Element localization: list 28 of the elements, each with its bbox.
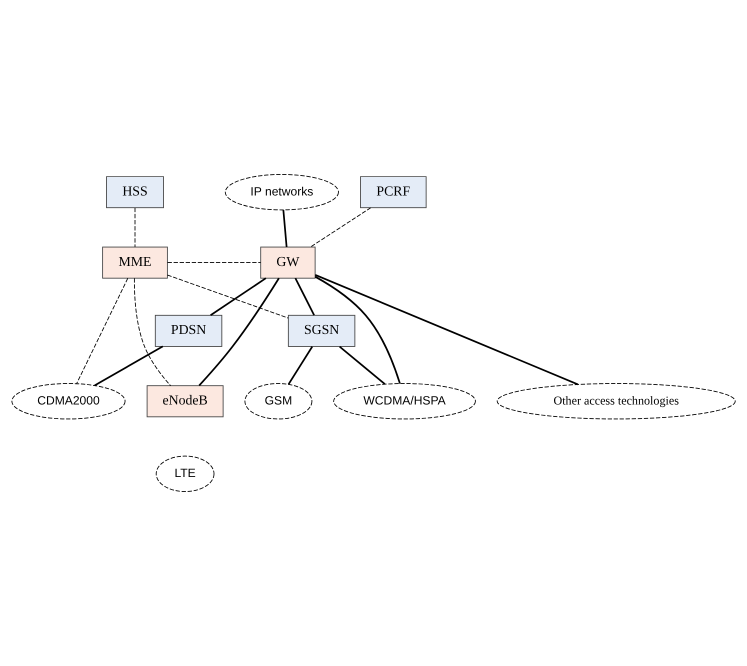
connector (134, 208, 136, 248)
node-ellipse: CDMA2000 (11, 383, 126, 420)
connector (314, 276, 401, 384)
connector (282, 210, 288, 248)
node-box: MME (102, 246, 168, 279)
node-ellipse: Other access technologies (496, 383, 736, 420)
node-box: SGSN (288, 314, 356, 347)
connector (288, 346, 313, 385)
node-ellipse: LTE (156, 456, 214, 492)
connector (198, 278, 280, 386)
connector (76, 278, 128, 384)
node-box: eNodeB (146, 385, 224, 418)
connector (167, 274, 289, 318)
node-box: PCRF (360, 176, 427, 208)
connector (310, 207, 372, 248)
connector (134, 278, 172, 386)
connector (94, 346, 164, 386)
connector (315, 274, 578, 386)
connector (339, 346, 386, 385)
node-box: HSS (106, 176, 164, 208)
connector (210, 278, 266, 316)
node-ellipse: WCDMA/HSPA (333, 383, 476, 420)
node-box: PDSN (154, 314, 222, 347)
node-box: GW (260, 246, 316, 279)
node-ellipse: GSM (244, 383, 312, 420)
node-ellipse: IP networks (224, 174, 339, 210)
connector (167, 262, 262, 264)
connector (294, 278, 315, 316)
